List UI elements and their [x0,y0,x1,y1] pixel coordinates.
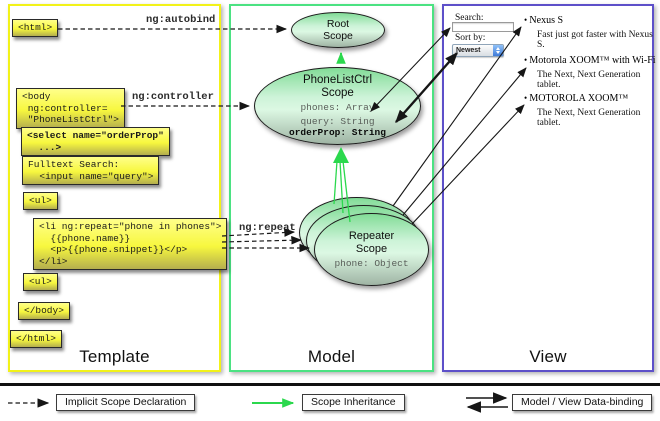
repeater-scope-title: Repeater Scope [348,230,395,255]
search-input[interactable] [452,22,514,32]
sort-select[interactable]: Newest [452,44,504,57]
ng-controller-label: ng:controller [132,91,214,103]
legend-separator [0,383,660,386]
code-box-fulltext-search: Fulltext Search: <input name="query"> [22,156,160,186]
phone-item-desc: Fast just got faster with Nexus S. [537,30,653,50]
select-stepper-icon [493,45,503,56]
phone-item-title: MOTOROLA XOOM™ [524,93,628,104]
scope-prop-phones: phones: Array [300,102,375,114]
code-box-html-open: <html> [12,19,59,37]
legend-implicit-scope-declaration: Implicit Scope Declaration [56,394,196,411]
code-box-html-close: </html> [10,330,62,348]
code-box-ul-open-2: <ul> [23,273,58,291]
root-scope-ellipse: Root Scope [291,12,385,48]
phone-item-title: Nexus S [524,15,563,26]
ng-autobind-label: ng:autobind [146,14,216,26]
code-box-ul-open: <ul> [23,192,58,210]
code-box-select: <select name="orderProp" ...> [21,127,170,157]
root-scope-title: Root Scope [323,17,353,42]
legend-model-view-data-binding: Model / View Data-binding [512,394,653,411]
phonelistctrl-scope-ellipse: PhoneListCtrl Scope phones: Array query:… [254,67,421,145]
model-panel: Model [229,4,434,372]
model-panel-label: Model [307,347,356,366]
legend-scope-inheritance: Scope Inheritance [302,394,405,411]
template-panel-label: Template [79,347,150,366]
code-box-body-open: <body ng:controller= "PhoneListCtrl"> [16,88,125,129]
phone-item-title: Motorola XOOM™ with Wi-Fi [524,55,655,66]
phone-item-desc: The Next, Next Generation tablet. [537,70,641,90]
code-box-body-close: </body> [18,302,70,320]
sort-by-label: Sort by: [455,33,486,43]
code-box-li-repeat: <li ng:repeat="phone in phones"> {{phone… [33,218,228,271]
phonelistctrl-scope-title: PhoneListCtrl Scope [302,73,373,100]
sort-select-value: Newest [456,47,481,54]
phone-item-desc: The Next, Next Generation tablet. [537,108,641,128]
ng-repeat-label: ng:repeat [239,222,296,234]
repeater-scope-ellipse: Repeater Scope phone: Object [314,213,429,286]
search-label: Search: [455,13,484,23]
scope-prop-query: query: String [300,115,375,127]
view-panel-label: View [529,347,567,366]
scope-prop-orderprop: orderProp: String [289,126,386,138]
scope-prop-phone: phone: Object [334,257,409,269]
